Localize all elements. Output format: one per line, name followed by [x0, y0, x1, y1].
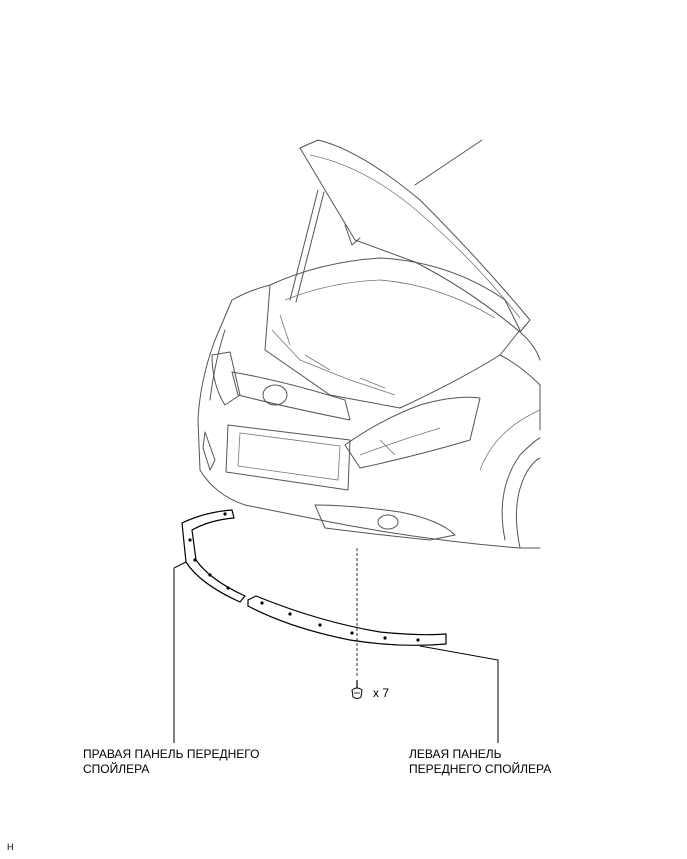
engine-bay	[264, 257, 521, 409]
hood-stay	[289, 189, 325, 303]
figure-code: H	[7, 842, 14, 852]
right-panel-leader	[173, 561, 187, 743]
emblem	[262, 384, 288, 406]
left-panel-leader	[419, 645, 499, 743]
wheel	[501, 437, 541, 541]
upper-grille	[231, 371, 351, 421]
right-spoiler-panel-label-line1: ПРАВАЯ ПАНЕЛЬ ПЕРЕДНЕГО	[83, 747, 260, 761]
left-spoiler-panel-label: ЛЕВАЯ ПАНЕЛЬ ПЕРЕДНЕГО СПОЙЛЕРА	[409, 747, 551, 777]
left-spoiler-panel-label-line2: ПЕРЕДНЕГО СПОЙЛЕРА	[409, 762, 552, 776]
hood-panel	[299, 139, 531, 333]
left-spoiler-panel-label-line1: ЛЕВАЯ ПАНЕЛЬ	[409, 747, 502, 761]
left-headlamp	[344, 396, 481, 469]
clip-icon	[351, 680, 363, 699]
fog-lamp-recess	[314, 504, 456, 541]
body-outline	[197, 284, 541, 549]
car-front-illustration	[197, 139, 541, 549]
right-spoiler-panel-label-line2: СПОЙЛЕРА	[83, 762, 150, 776]
right-spoiler-panel-label: ПРАВАЯ ПАНЕЛЬ ПЕРЕДНЕГО СПОЙЛЕРА	[83, 747, 259, 777]
left-spoiler-panel	[247, 595, 447, 646]
plate-area	[225, 424, 351, 491]
clip-quantity-label: x 7	[373, 686, 390, 700]
right-spoiler-panel	[181, 509, 246, 603]
right-headlamp	[211, 351, 241, 406]
